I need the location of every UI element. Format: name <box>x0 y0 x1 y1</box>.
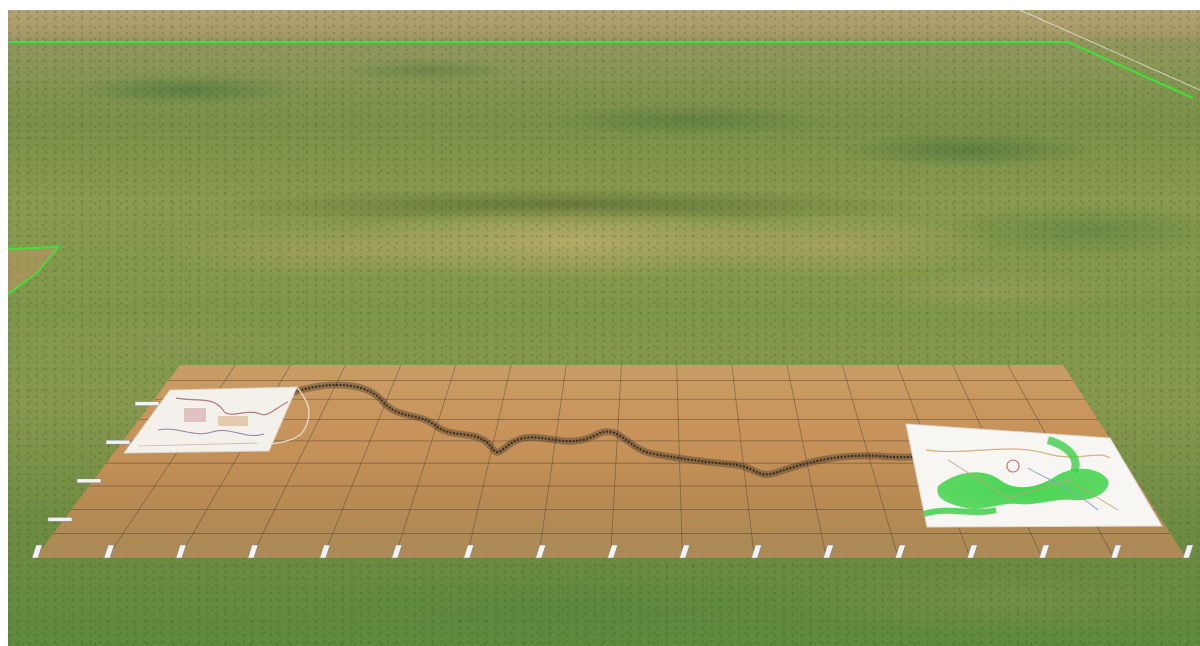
boundary-line-west <box>8 245 61 295</box>
overlay-grid-column-line <box>676 364 683 559</box>
bottom-edge-tick <box>319 544 331 559</box>
bottom-edge-tick <box>1038 544 1050 559</box>
boundary-line-north <box>8 41 1194 99</box>
overlay-grid-column-line <box>786 364 827 559</box>
left-edge-tick <box>47 517 73 522</box>
bottom-edge-tick <box>463 544 475 559</box>
bottom-edge-tick <box>966 544 978 559</box>
terrain-viewport[interactable] <box>8 10 1200 646</box>
bottom-edge-tick <box>1110 544 1122 559</box>
bottom-edge-tick <box>822 544 834 559</box>
map-sheet-right[interactable] <box>905 423 1163 528</box>
overlay-grid-column-line <box>610 364 622 559</box>
overlay-edge-ticks <box>31 401 1194 559</box>
draped-photo-overlay[interactable] <box>31 364 1194 559</box>
survey-line <box>1019 10 1200 91</box>
left-edge-tick <box>105 439 131 445</box>
overlay-grid-column-line <box>538 364 567 559</box>
left-edge-tick <box>76 478 102 484</box>
bottom-edge-tick <box>1182 544 1194 559</box>
map-sheet-left[interactable] <box>123 386 310 454</box>
canyon-trace <box>287 383 927 476</box>
scene-overlay <box>8 10 1200 559</box>
parcel-west <box>8 248 57 293</box>
overlay-grid-column-line <box>466 364 512 559</box>
bottom-edge-tick <box>607 544 619 559</box>
bottom-edge-tick <box>750 544 762 559</box>
bottom-edge-tick <box>175 544 187 559</box>
overlay-grid-column-line <box>841 364 899 559</box>
overlay-grid-column-line <box>394 364 457 559</box>
overlay-grid-column-line <box>322 364 402 559</box>
bottom-edge-tick <box>103 544 115 559</box>
bottom-edge-tick <box>679 544 691 559</box>
left-edge-tick <box>134 401 160 406</box>
overlay-grid-column-line <box>731 364 755 559</box>
bottom-edge-tick <box>391 544 403 559</box>
bottom-edge-tick <box>535 544 547 559</box>
bottom-edge-tick <box>31 544 43 559</box>
bottom-edge-tick <box>247 544 259 559</box>
overlay-grid-column-line <box>250 364 346 559</box>
bottom-edge-tick <box>894 544 906 559</box>
